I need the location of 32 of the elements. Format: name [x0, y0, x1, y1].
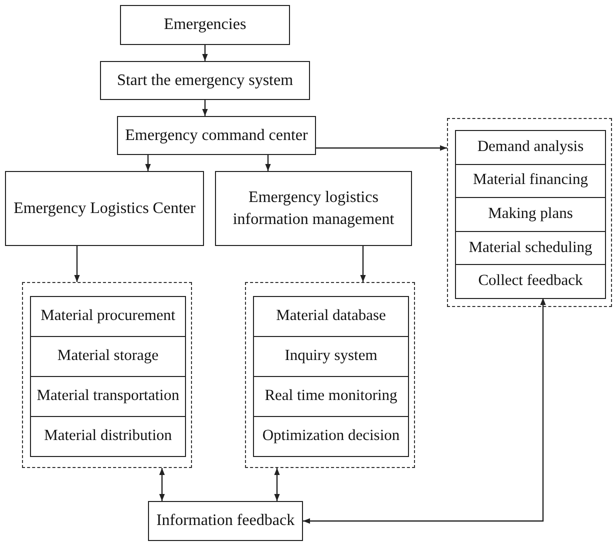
list-item-box: Material database: [253, 296, 409, 337]
dashed-group-frame: [447, 118, 612, 307]
process-box: Emergency logistics information management: [215, 171, 412, 246]
list-item-box: Material transportation: [30, 376, 186, 417]
arrow: [159, 468, 165, 501]
arrow: [202, 45, 208, 61]
list-item-box: Collect feedback: [455, 264, 606, 299]
list-item-box: Material procurement: [30, 296, 186, 337]
arrow: [145, 155, 151, 171]
list-item-box: Material distribution: [30, 416, 186, 457]
process-box: Emergencies: [120, 5, 290, 45]
dashed-group-frame: [245, 282, 415, 468]
list-item-box: Making plans: [455, 197, 606, 232]
arrow: [360, 246, 366, 282]
list-item-box: Material scheduling: [455, 230, 606, 266]
arrow: [303, 298, 546, 524]
list-item-box: Material financing: [455, 164, 606, 198]
dashed-group-frame: [22, 282, 192, 468]
arrow: [74, 246, 80, 282]
list-item-box: Optimization decision: [253, 416, 409, 457]
process-box: Information feedback: [148, 501, 303, 541]
arrow: [274, 468, 280, 501]
list-item-box: Demand analysis: [455, 130, 606, 165]
process-box: Start the emergency system: [100, 61, 310, 100]
arrow: [316, 145, 447, 151]
process-box: Emergency command center: [117, 116, 316, 155]
list-item-box: Material storage: [30, 336, 186, 377]
arrow: [265, 155, 271, 171]
arrow: [202, 100, 208, 116]
process-box: Emergency Logistics Center: [5, 171, 204, 246]
list-item-box: Inquiry system: [253, 336, 409, 377]
list-item-box: Real time monitoring: [253, 376, 409, 417]
